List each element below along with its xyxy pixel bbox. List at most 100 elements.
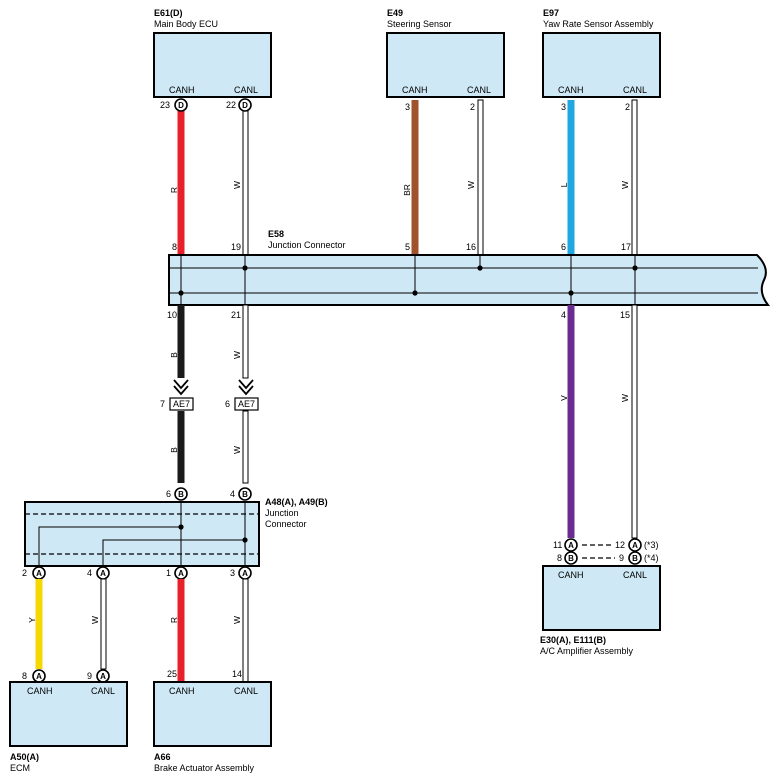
e97-box [542,32,661,98]
a48-ring-bottom-2: A [178,569,184,578]
e58-pin-top-4: 6 [561,242,566,252]
e49-box [386,32,505,98]
wire-label-w-e61: W [232,181,242,189]
e30-pin-9: 9 [619,553,624,563]
wire-label-br: BR [402,184,412,196]
a50-canl-label: CANL [91,686,115,696]
component-a50: 8 A 9 A CANH CANL A50(A) ECM [9,669,128,773]
e30-code: E30(A), E111(B) [540,635,606,645]
ae7-label-b: AE7 [173,399,190,409]
e61-canh-label: CANH [169,85,195,95]
e97-canl-label: CANL [623,85,647,95]
e30-note-12: (*3) [644,540,659,550]
a66-name: Brake Actuator Assembly [154,763,255,773]
a48-ring-bottom-3: A [242,569,248,578]
component-e30: 11 A 12 A (*3) 8 B 9 B (*4) CANH CANL E3… [540,538,661,656]
wire-label-r-top: R [169,187,179,193]
chevron-down-icon [238,379,254,396]
wire-e97-canl-white [631,99,638,256]
a66-canh-label: CANH [169,686,195,696]
a50-box [9,681,128,747]
a48-pin-top-w: 4 [230,489,235,499]
component-e58: E58 Junction Connector 8 19 5 16 6 17 10… [167,229,771,320]
wire-white-e30 [631,304,638,539]
top-pins: 3 2 3 2 [405,102,630,112]
component-e61: E61(D) Main Body ECU CANH CANL [153,8,272,98]
e30-ring-8: B [568,554,574,563]
wire-label-v: V [559,395,569,401]
e97-pin-h: 3 [561,102,566,112]
e61-canl-label: CANL [234,85,258,95]
e61-ring-l-label: D [242,101,248,110]
e97-code: E97 [543,8,559,18]
a50-ring-l: A [100,672,106,681]
e61-ring-h [174,98,188,112]
component-e97: E97 Yaw Rate Sensor Assembly CANH CANL [542,8,661,98]
wires-top [177,99,638,256]
wire-label-b-lower: B [169,447,179,453]
a66-code: A66 [154,752,171,762]
e49-pin-h: 3 [405,102,410,112]
e61-code: E61(D) [154,8,183,18]
e49-canh-label: CANH [402,85,428,95]
wire-label-w-lower: W [232,446,242,454]
wire-label-w-ecm: W [90,616,100,624]
wire-e61-canl-white [242,110,249,256]
e30-name: A/C Amplifier Assembly [540,646,634,656]
e58-pin-bottom-3: 15 [620,310,630,320]
a48-ring-bottom-1: A [100,569,106,578]
wire-label-w-upper: W [232,351,242,359]
wire-label-w-e30: W [620,394,630,402]
a48-ring-top-b: B [178,490,184,499]
wires-middle [177,304,638,539]
e30-canl-label: CANL [623,570,647,580]
e61-pin-h: 23 [160,100,170,110]
e49-canl-label: CANL [467,85,491,95]
wires-bottom [35,578,249,683]
e58-pin-bottom-1: 21 [231,310,241,320]
a50-canh-label: CANH [27,686,53,696]
a48-name-2: Connector [265,519,307,529]
e49-code: E49 [387,8,403,18]
a50-pin-l: 9 [87,671,92,681]
a48-code: A48(A), A49(B) [265,497,328,507]
e30-ring-9: B [632,554,638,563]
a66-canl-label: CANL [234,686,258,696]
wire-e49-canl-white [477,99,484,256]
wire-label-y: Y [27,617,37,623]
e30-note-9: (*4) [644,553,659,563]
e30-pin-8: 8 [557,553,562,563]
e30-canh-label: CANH [558,570,584,580]
e58-box [168,254,771,306]
a50-code: A50(A) [10,752,39,762]
e49-name: Steering Sensor [387,19,452,29]
e61-box [153,32,272,98]
component-a66: 25 14 CANH CANL A66 Brake Actuator Assem… [153,669,272,773]
wire-label-l: L [559,182,569,187]
e58-pin-top-2: 5 [405,242,410,252]
wire-white-upper [242,304,249,379]
e49-pin-l: 2 [470,102,475,112]
a48-pin-bottom-0: 2 [22,568,27,578]
a48-ring-bottom-0: A [36,569,42,578]
e58-pin-top-0: 8 [172,242,177,252]
a66-pin-l: 14 [232,669,242,679]
bottom-wire-labels: Y W R W [27,616,242,624]
wire-white-a66 [242,578,249,683]
a48-pin-bottom-1: 4 [87,568,92,578]
a48-pin-top-b: 6 [166,489,171,499]
e97-name: Yaw Rate Sensor Assembly [543,19,654,29]
a50-name: ECM [10,763,30,773]
wire-white-lower [242,410,249,484]
e58-pin-bottom-0: 10 [167,310,177,320]
e61-ring-l [238,98,252,112]
e58-pin-top-5: 17 [621,242,631,252]
e58-pin-top-3: 16 [466,242,476,252]
a48-pin-bottom-2: 1 [166,568,171,578]
e30-ring-12: A [632,541,638,550]
a48-ring-top-w: B [242,490,248,499]
wire-label-w-e97: W [620,181,630,189]
e58-name: Junction Connector [268,240,346,250]
e30-ring-11: A [568,541,574,550]
